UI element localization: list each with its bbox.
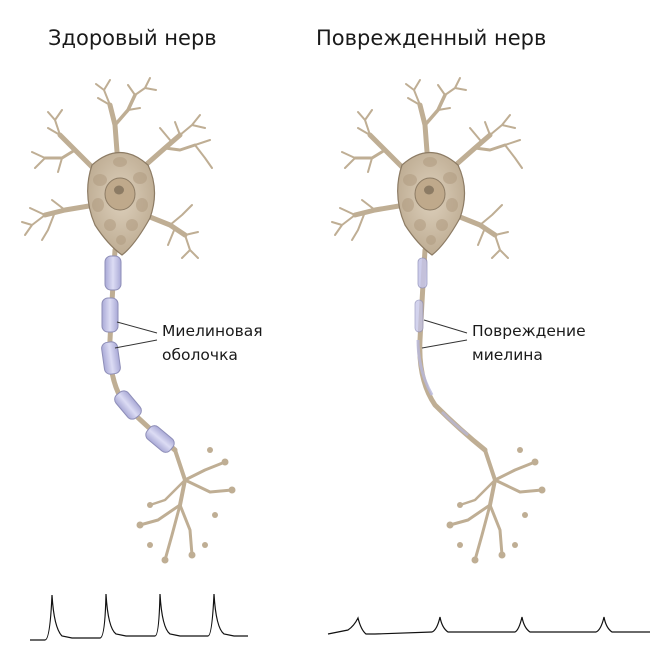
myelin-segment	[101, 341, 121, 375]
myelin-sheath-label-line2: оболочка	[162, 346, 238, 364]
myelin-damage-label: Повреждение миелина	[472, 319, 586, 367]
myelin-pointer-lines	[114, 321, 158, 349]
myelin-segment	[114, 390, 142, 420]
myelin-segment	[104, 255, 122, 291]
myelin-damage-label-line1: Повреждение	[472, 322, 586, 340]
healthy-nerve-title: Здоровый нерв	[48, 26, 217, 50]
myelin-damage-label-line2: миелина	[472, 346, 543, 364]
damaged-myelin-segment	[416, 339, 434, 396]
healthy-axon-terminals	[138, 448, 234, 562]
damaged-myelin-remnants	[414, 257, 469, 437]
damaged-soma	[397, 151, 466, 256]
damaged-neuron	[332, 78, 546, 564]
damaged-axon-terminals	[448, 448, 544, 562]
healthy-neuron	[22, 78, 236, 564]
myelin-segment	[145, 425, 175, 453]
healthy-signal-trace	[30, 593, 248, 641]
myelin-sheath-label-line1: Миелиновая	[162, 322, 263, 340]
myelin-segment	[101, 297, 119, 333]
damage-pointer-lines	[421, 319, 468, 349]
damaged-myelin-segment	[414, 299, 424, 333]
myelin-sheath-label: Миелиновая оболочка	[162, 319, 263, 367]
myelin-segments	[101, 255, 175, 453]
damaged-nerve-title: Поврежденный нерв	[316, 26, 547, 50]
healthy-soma	[87, 151, 156, 256]
damaged-myelin-segment	[417, 257, 428, 289]
damaged-signal-trace	[327, 616, 650, 635]
damaged-myelin-segment	[440, 410, 469, 437]
